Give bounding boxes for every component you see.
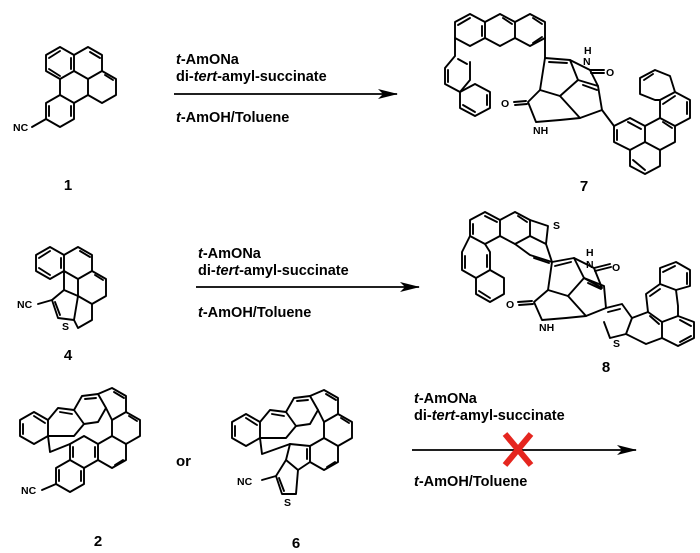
solvent-2: t-AmOH/Toluene (198, 305, 311, 321)
dpp8-nitrogen-upper: N (586, 259, 594, 271)
dpp7-nitrogen-upper: N (583, 56, 591, 68)
compound-number-8: 8 (602, 359, 610, 376)
ester-reagent-2: di-tert-amyl-succinate (198, 263, 349, 279)
red-x-icon (502, 432, 534, 467)
or-label: or (176, 453, 191, 470)
sulfur-label-8-lower: S (613, 338, 620, 350)
sulfur-label-6: S (284, 497, 291, 509)
dpp7-oxygen-lower: O (501, 98, 509, 110)
compound-number-1: 1 (64, 177, 72, 194)
cyano-label-4: NC (17, 299, 33, 311)
solvent-1: t-AmOH/Toluene (176, 110, 289, 126)
cyano-label-1: NC (13, 122, 29, 134)
dpp8-nh-upper-h: H (586, 247, 594, 259)
dpp8-nh-lower: NH (539, 322, 554, 334)
dpp8-oxygen-upper: O (612, 262, 620, 274)
compound-7-structure (444, 13, 691, 175)
dpp7-oxygen-upper: O (606, 67, 614, 79)
compound-8-structure (461, 211, 695, 347)
cyano-label-2: NC (21, 485, 37, 497)
base-reagent-2: t-AmONa (198, 246, 262, 262)
base-reagent-3: t-AmONa (414, 391, 478, 407)
compound-4-structure (35, 246, 107, 329)
compound-number-4: 4 (64, 347, 73, 364)
sulfur-label-4: S (62, 321, 69, 333)
solvent-3: t-AmOH/Toluene (414, 474, 527, 490)
compound-2-structure (19, 387, 141, 493)
dpp7-hydrogen-upper: H (584, 45, 592, 57)
compound-number-2: 2 (94, 533, 102, 550)
dpp8-oxygen-lower: O (506, 299, 514, 311)
compound-number-6: 6 (292, 535, 300, 552)
base-reagent-1: t-AmONa (176, 52, 240, 68)
compound-6-structure (231, 389, 353, 495)
ester-reagent-3: di-tert-amyl-succinate (414, 408, 565, 424)
dpp7-nh-lower: NH (533, 125, 548, 137)
compound-number-7: 7 (580, 178, 588, 195)
compound-1-structure (31, 46, 117, 128)
sulfur-label-8-upper: S (553, 220, 560, 232)
ester-reagent-1: di-tert-amyl-succinate (176, 69, 327, 85)
cyano-label-6: NC (237, 476, 253, 488)
